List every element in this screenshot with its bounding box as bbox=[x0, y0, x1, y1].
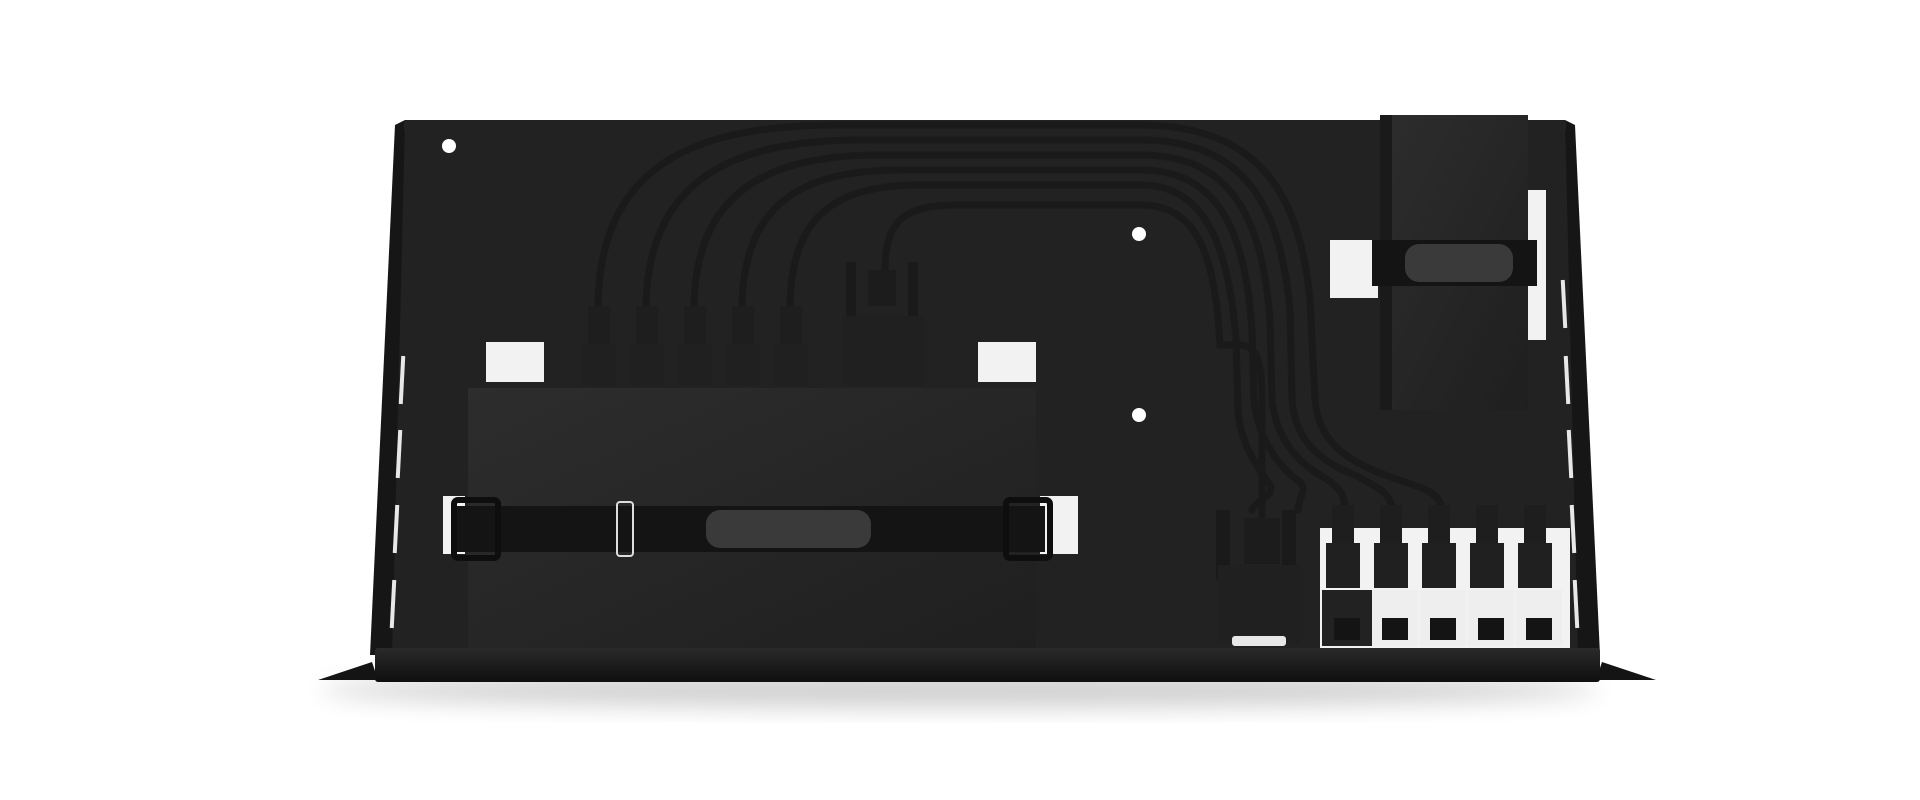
rj45-plug-icon bbox=[1374, 505, 1408, 588]
rj45-plug-icon bbox=[678, 306, 712, 386]
left-wall-slots bbox=[389, 355, 406, 629]
keystone-jack-panel bbox=[1322, 590, 1562, 646]
rj45-plug-icon bbox=[1470, 505, 1504, 588]
rj45-plug-icon bbox=[774, 306, 808, 386]
right-device bbox=[1372, 115, 1537, 410]
keystone-jack-icon bbox=[1420, 590, 1466, 646]
velcro-strap-icon bbox=[451, 497, 1053, 561]
rj45-plug-icon bbox=[1518, 505, 1552, 588]
right-rj45-plugs bbox=[1326, 505, 1552, 588]
keystone-jack-icon bbox=[1468, 590, 1514, 646]
right-rack-ear bbox=[1596, 662, 1656, 680]
cable-bundle bbox=[594, 121, 1446, 524]
rj45-plug-icon bbox=[1326, 505, 1360, 588]
mounting-holes bbox=[442, 139, 1146, 422]
keystone-jack-icon bbox=[1516, 590, 1562, 646]
left-rack-ear bbox=[318, 662, 378, 680]
tray-front-lip bbox=[375, 648, 1600, 682]
right-wall-slots bbox=[1560, 279, 1580, 629]
keystone-jack-icon bbox=[1372, 590, 1418, 646]
tray-right-wall bbox=[1565, 120, 1600, 655]
left-rj45-plugs bbox=[582, 306, 808, 386]
db9-connector-icon bbox=[1216, 510, 1300, 646]
tray-left-wall bbox=[370, 120, 405, 655]
db9-connector-icon bbox=[842, 262, 924, 386]
rj45-plug-icon bbox=[726, 306, 760, 386]
rj45-plug-icon bbox=[630, 306, 664, 386]
rj45-plug-icon bbox=[1422, 505, 1456, 588]
rj45-plug-icon bbox=[582, 306, 616, 386]
